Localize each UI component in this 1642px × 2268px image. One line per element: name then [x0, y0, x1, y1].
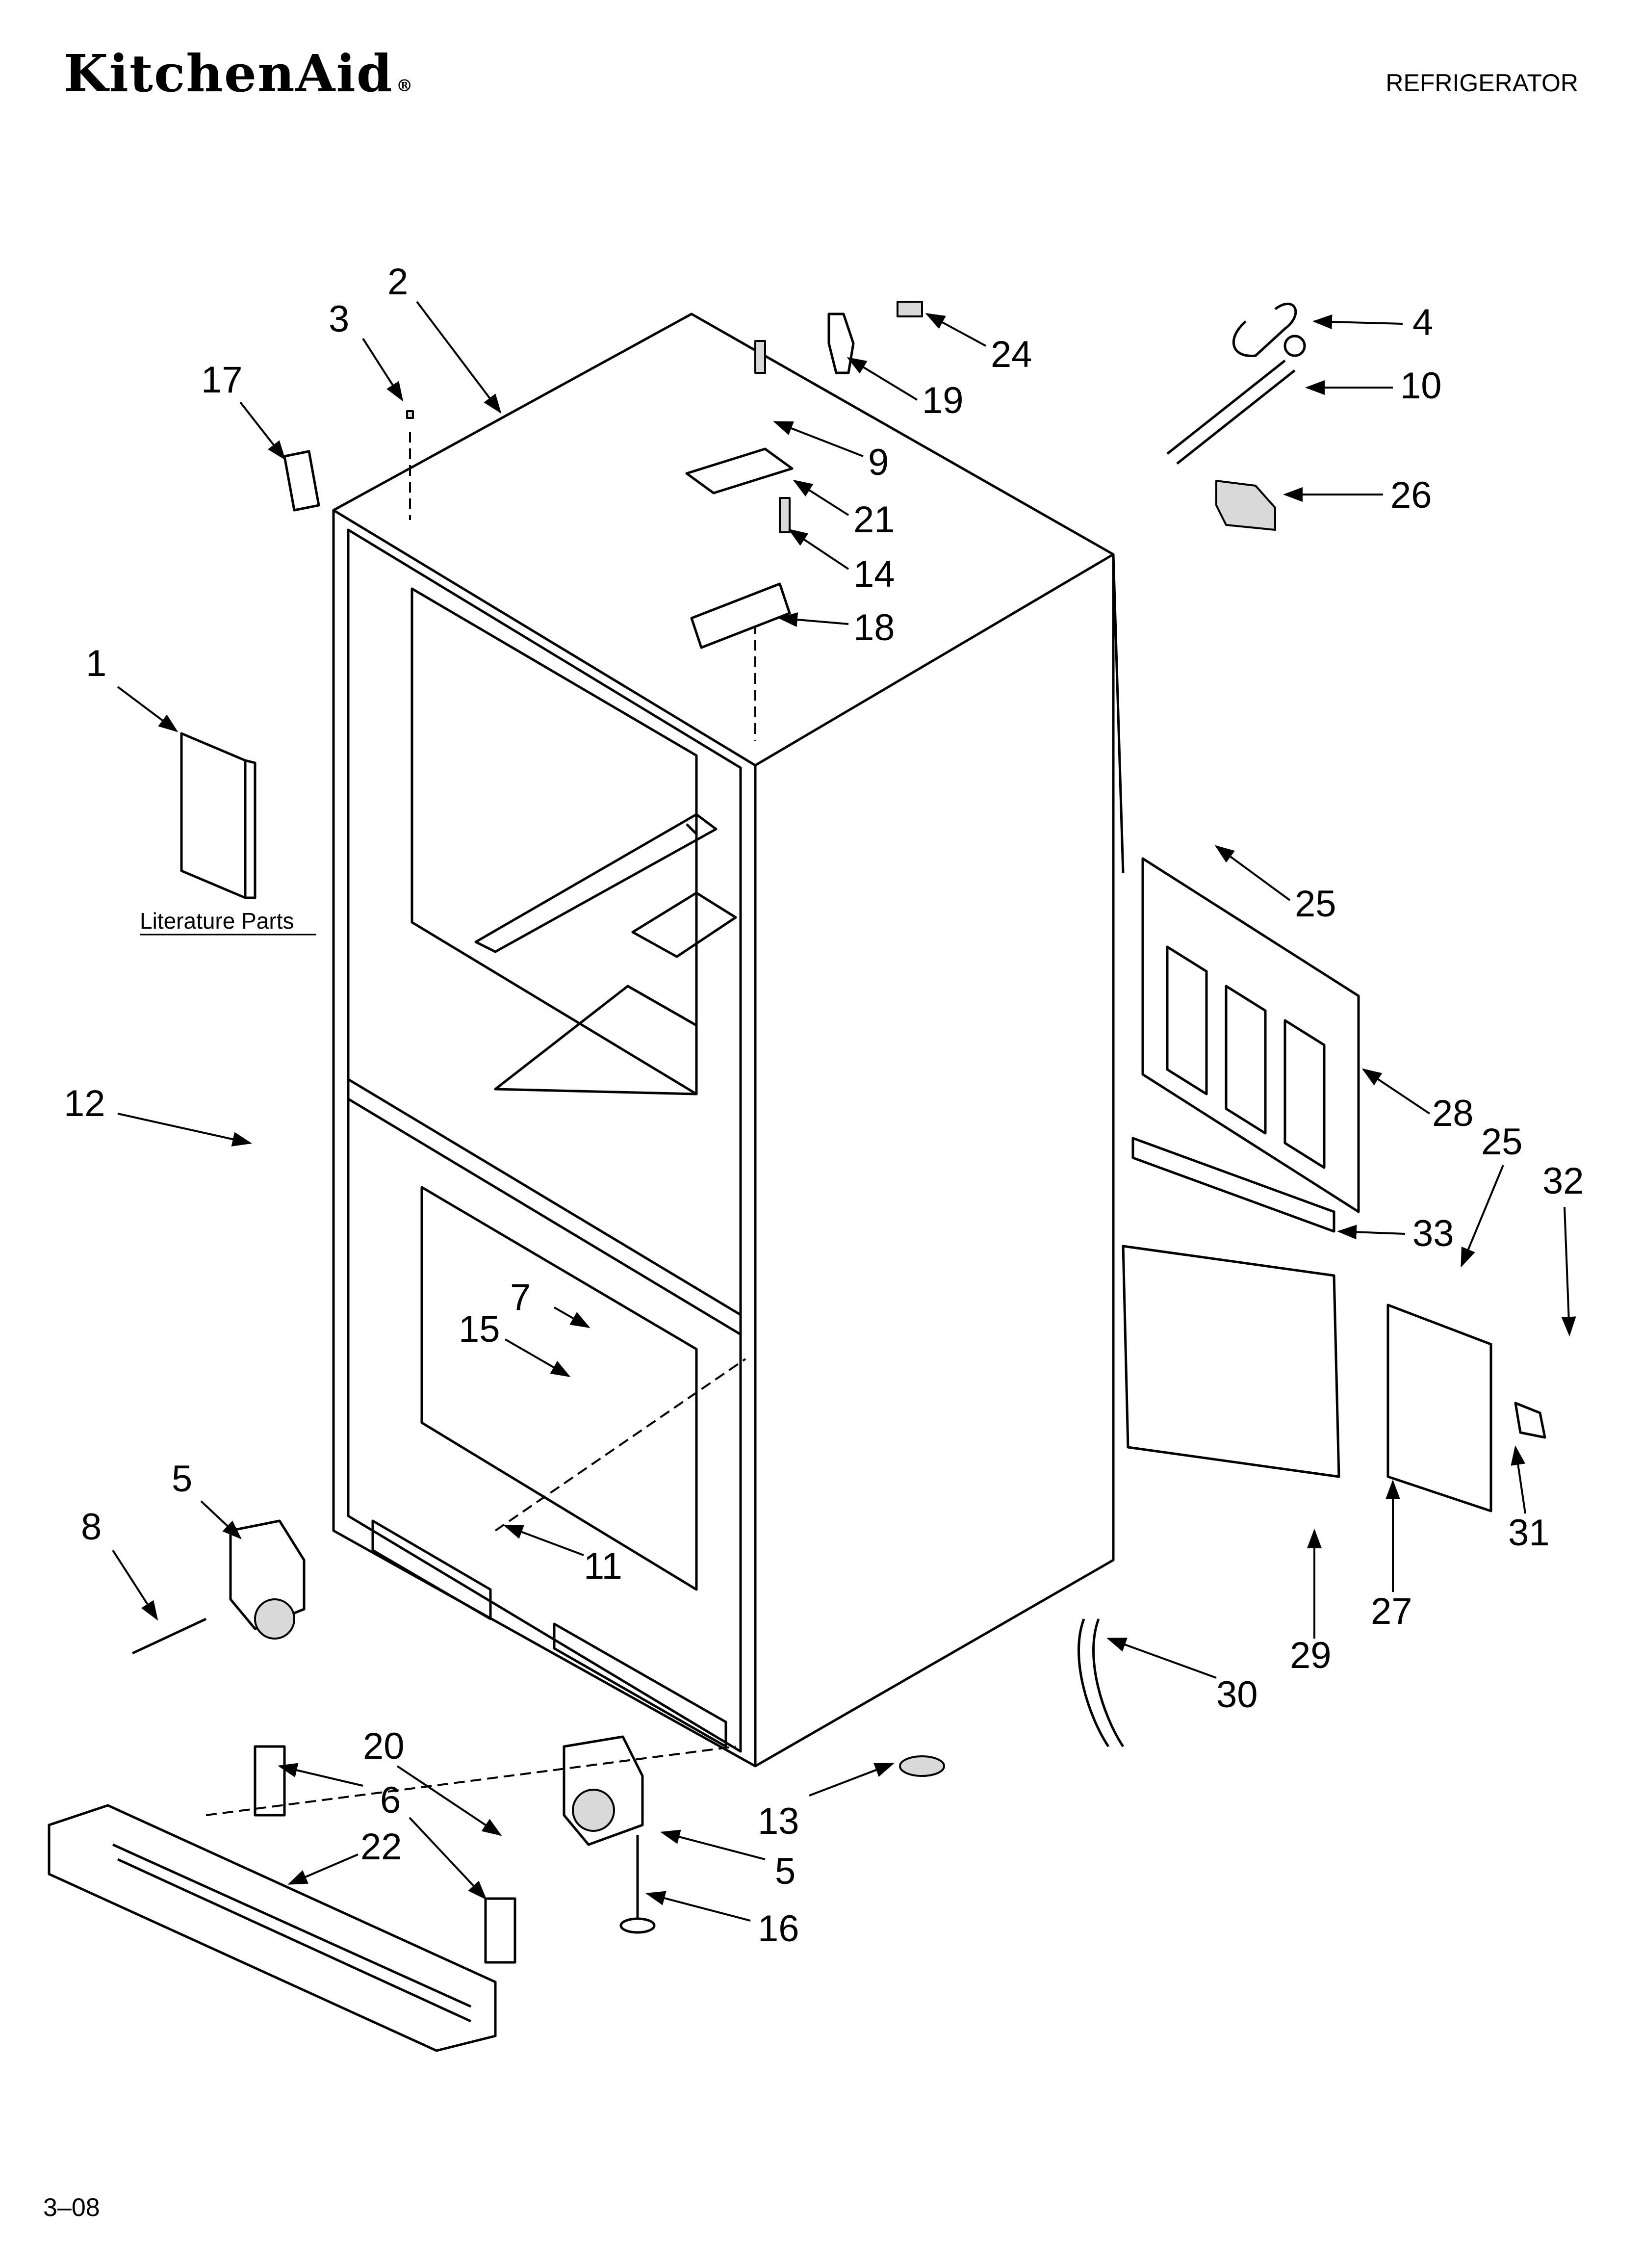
callout-33: 33 [1412, 1213, 1454, 1254]
callout-9: 9 [868, 442, 889, 483]
document-type: REFRIGERATOR [1385, 69, 1578, 97]
callout-3: 3 [329, 298, 349, 340]
callout-2: 2 [387, 261, 408, 303]
cabinet [332, 313, 1125, 1768]
callout-28: 28 [1432, 1093, 1474, 1134]
brand-logo: KitchenAid® [64, 43, 414, 104]
callout-10: 10 [1400, 365, 1442, 407]
callout-18: 18 [853, 607, 895, 649]
callout-30: 30 [1216, 1674, 1258, 1716]
top-hinge-assembly [283, 301, 923, 649]
callout-20: 20 [363, 1725, 405, 1767]
callout-5-b: 5 [775, 1851, 795, 1892]
literature-parts-label: Literature Parts [140, 908, 294, 934]
callout-25-b: 25 [1481, 1121, 1523, 1163]
callout-4: 4 [1412, 302, 1433, 343]
callout-13: 13 [758, 1800, 799, 1842]
callout-32: 32 [1542, 1160, 1584, 1202]
literature-parts-booklet: Literature Parts [140, 732, 316, 936]
callout-26: 26 [1390, 474, 1432, 516]
rear-access-panels [1078, 857, 1546, 1747]
callout-15: 15 [459, 1308, 500, 1350]
brand-name: KitchenAid [64, 43, 393, 104]
callout-8: 8 [81, 1506, 102, 1548]
registered-mark: ® [396, 76, 414, 96]
callout-5: 5 [172, 1458, 192, 1500]
callout-14: 14 [853, 553, 895, 595]
callout-1: 1 [86, 643, 106, 684]
footer-date-code: 3–08 [43, 2193, 100, 2222]
callout-22: 22 [360, 1826, 402, 1868]
callout-27: 27 [1371, 1590, 1412, 1632]
tube-heater-assembly [1166, 302, 1306, 531]
base-and-roller-parts [48, 1519, 945, 2052]
callout-21: 21 [853, 499, 895, 541]
callout-6: 6 [380, 1779, 401, 1821]
callout-11: 11 [584, 1545, 622, 1587]
callout-25: 25 [1295, 883, 1336, 925]
callout-7: 7 [510, 1277, 531, 1318]
callout-labels: 1 2 3 4 5 5 6 7 8 9 10 11 [64, 261, 1584, 1950]
callout-17: 17 [201, 359, 243, 401]
callout-24: 24 [991, 334, 1032, 375]
callout-12: 12 [64, 1083, 105, 1124]
callout-29: 29 [1290, 1635, 1332, 1676]
callout-19: 19 [922, 380, 964, 421]
callout-16: 16 [758, 1908, 799, 1950]
callout-31: 31 [1508, 1512, 1550, 1554]
